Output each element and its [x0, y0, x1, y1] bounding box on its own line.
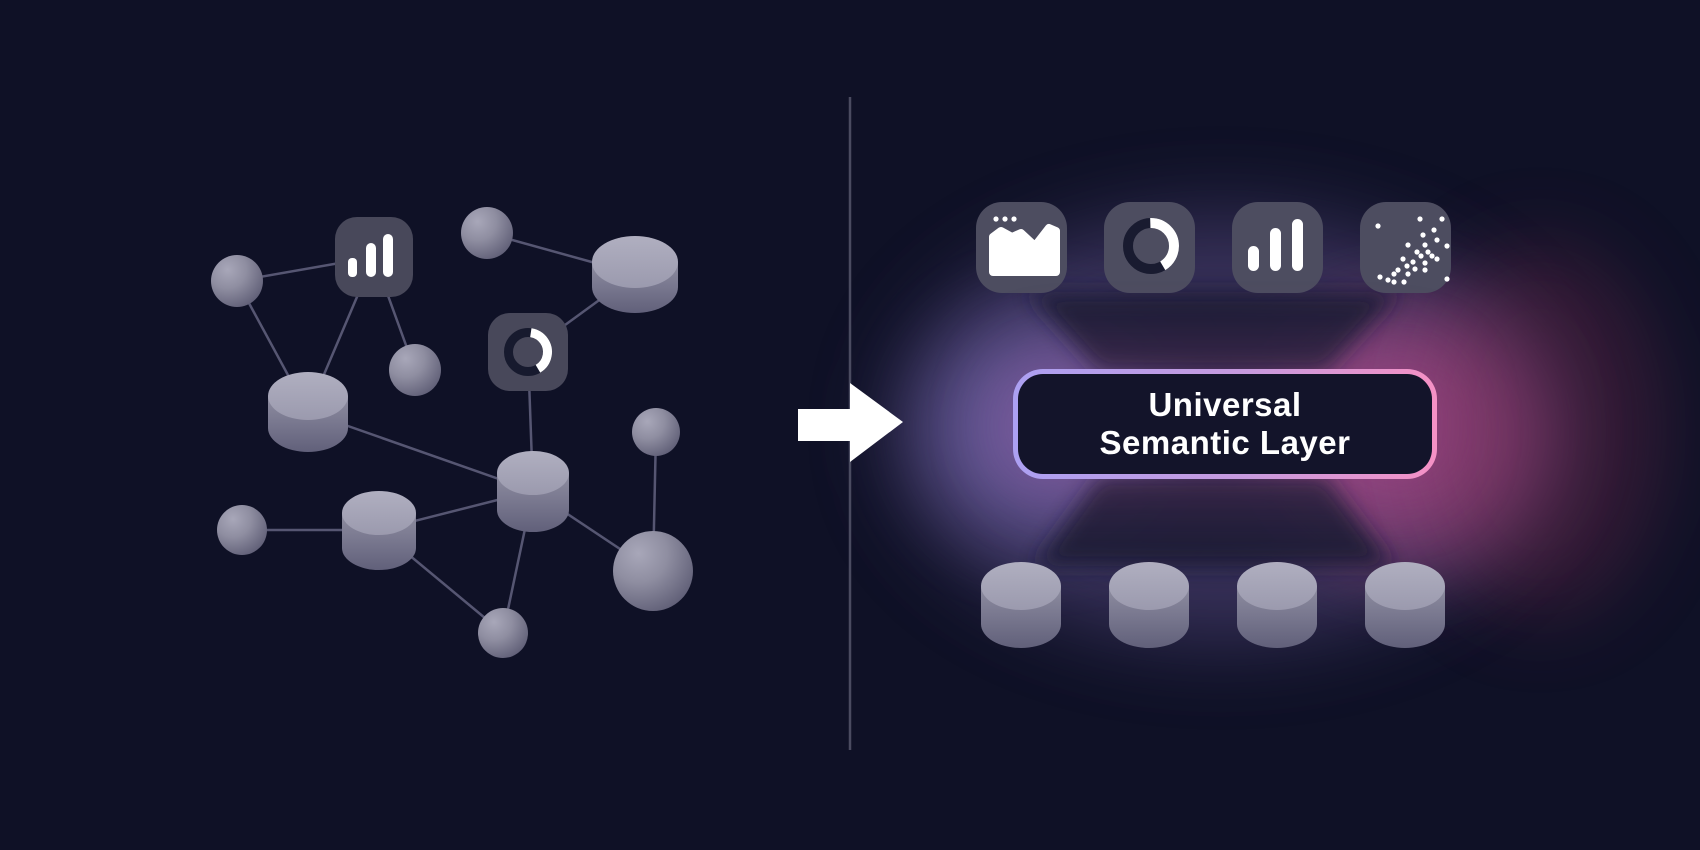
universal-semantic-layer-box: Universal Semantic Layer	[1013, 369, 1437, 479]
bar-chart-icon	[1232, 202, 1323, 293]
sphere-node	[461, 207, 513, 259]
funnel-bottom	[1035, 476, 1392, 566]
database-cylinder	[1109, 562, 1189, 648]
database-cylinder	[497, 451, 569, 532]
database-cylinder	[592, 236, 678, 313]
sphere-node-large	[613, 531, 693, 611]
database-cylinder	[342, 491, 416, 570]
funnel-top	[1028, 292, 1398, 372]
glow-magenta-fringe	[1420, 245, 1660, 615]
area-chart-icon	[976, 202, 1067, 293]
database-cylinder	[268, 372, 348, 452]
database-cylinder	[1237, 562, 1317, 648]
usl-label-line2: Semantic Layer	[1099, 424, 1351, 461]
consumer-icons-row	[976, 202, 1451, 293]
donut-chart-icon	[488, 313, 568, 391]
sphere-node	[632, 408, 680, 456]
transform-arrow-icon	[798, 383, 903, 462]
sphere-node	[211, 255, 263, 307]
database-cylinder	[981, 562, 1061, 648]
sphere-node	[478, 608, 528, 658]
database-row	[981, 562, 1445, 648]
scatter-plot-icon	[1360, 202, 1451, 293]
sphere-node	[389, 344, 441, 396]
universal-semantic-layer-label: Universal Semantic Layer	[1018, 374, 1432, 474]
sphere-node	[217, 505, 267, 555]
source-nodes	[211, 207, 693, 658]
donut-chart-icon	[1104, 202, 1195, 293]
bar-chart-icon	[335, 217, 413, 297]
usl-label-line1: Universal	[1148, 386, 1302, 423]
database-cylinder	[1365, 562, 1445, 648]
